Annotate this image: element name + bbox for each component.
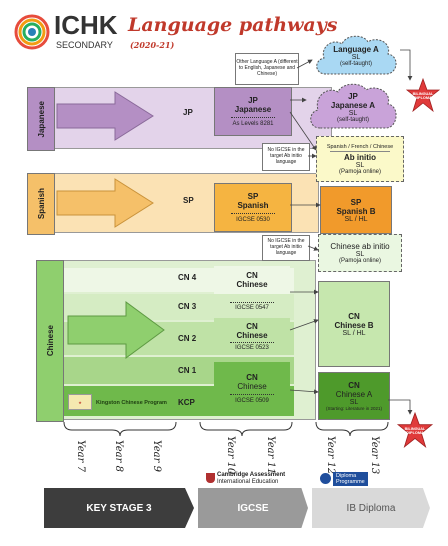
cambridge-logo-text: Cambridge Assessment International Educa… (217, 472, 286, 485)
kcp-program-label: Kingston Chinese Program (96, 400, 167, 406)
chinese-a-box: CN Chinese A SL (Starting: Literature in… (318, 372, 390, 420)
chinese-course-box-2: IGCSE 0547 (214, 294, 290, 318)
spanish-course-box: SP Spanish IGCSE 0530 (214, 183, 292, 232)
chinese-band-label: Chinese (36, 260, 64, 422)
ab-initio-box: Spanish / French / Chinese Ab initio SL … (316, 136, 404, 182)
bilingual-diploma-star-top: BILINGUAL DIPLOMA (405, 77, 441, 114)
year-13-label: Year 13 (369, 436, 380, 475)
year-11-label: Year 11 (265, 436, 276, 475)
chinese-course-box-3: CN Chinese IGCSE 0523 (214, 318, 290, 354)
year-7-label: Year 7 (75, 440, 86, 472)
note-other-language: Other Language A (different to English, … (235, 53, 299, 85)
school-sub: SECONDARY (56, 40, 113, 50)
ib-logo-text: Diploma Programme (333, 472, 368, 487)
stage-ib-diploma: IB Diploma (312, 488, 430, 528)
note-no-igcse-ab: No IGCSE in the target Ab initio languag… (262, 143, 310, 171)
year-8-label: Year 8 (113, 440, 124, 472)
chinese-level-cn4: CN 4 (178, 273, 197, 282)
school-name: ICHK (54, 10, 118, 40)
cambridge-shield-icon (206, 473, 215, 483)
spanish-band-label: Spanish (27, 173, 55, 235)
chinese-b-box: CN Chinese B SL / HL (318, 281, 390, 367)
spanish-level: SP (183, 196, 194, 205)
chinese-level-kcp: KCP (178, 398, 195, 407)
page-year: (2020-21) (130, 40, 175, 50)
note-no-igcse-chinese: No IGCSE in the target Ab initio languag… (262, 235, 310, 261)
spanish-arrow (55, 177, 155, 229)
year-10-label: Year 10 (225, 436, 236, 475)
chinese-course-box-4: CN Chinese IGCSE 0509 (214, 362, 290, 414)
year-9-label: Year 9 (151, 440, 162, 472)
school-logo (14, 14, 50, 50)
japanese-level: JP (183, 108, 193, 117)
year-12-label: Year 12 (325, 436, 336, 475)
stage-key-stage-3: KEY STAGE 3 (44, 488, 194, 528)
japanese-arrow (55, 90, 155, 142)
stage-igcse: IGCSE (198, 488, 308, 528)
kcp-logo: ★ (68, 394, 92, 410)
spanish-b-box: SP Spanish B SL / HL (320, 186, 392, 234)
bilingual-diploma-star-bottom: BILINGUAL DIPLOMA (396, 411, 434, 450)
chinese-arrow (66, 300, 166, 360)
chinese-level-cn3: CN 3 (178, 302, 197, 311)
chinese-course-box-1: CN Chinese (214, 266, 290, 294)
language-a-cloud: Language A SL (self-taught) (312, 30, 400, 82)
japanese-a-cloud: JP Japanese A SL (self-taught) (306, 78, 400, 134)
chinese-level-cn2: CN 2 (178, 334, 197, 343)
ib-logo-icon (320, 473, 331, 484)
page-title: Language pathways (128, 14, 338, 36)
japanese-band-label: Japanese (27, 87, 55, 151)
japanese-course-box: JP Japanese As Levels 8281 (214, 87, 292, 136)
chinese-level-cn1: CN 1 (178, 366, 197, 375)
chinese-ab-initio-box: Chinese ab initio SL (Pamoja online) (318, 234, 402, 272)
